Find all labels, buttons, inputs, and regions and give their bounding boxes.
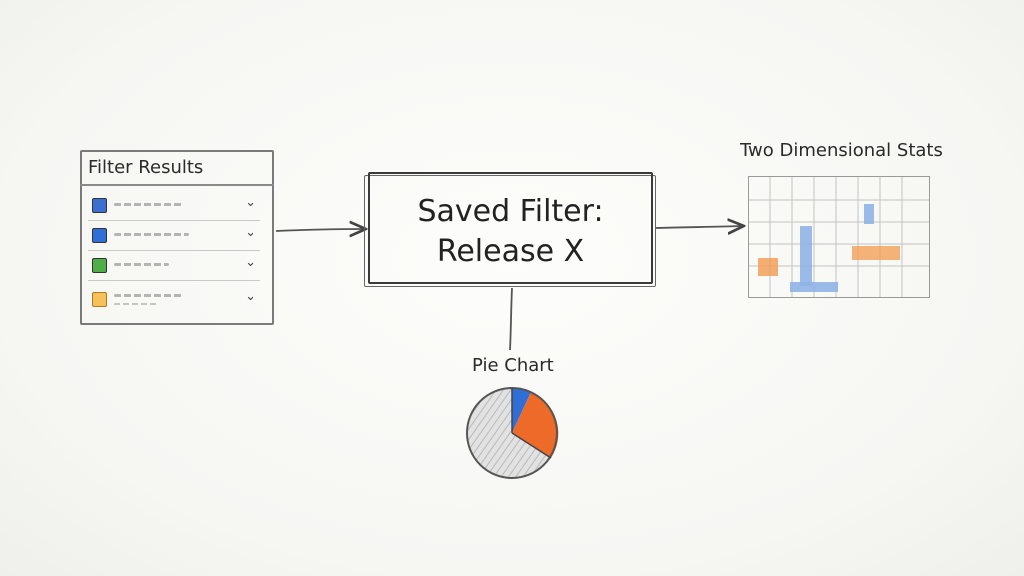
chevron-down-icon[interactable]: ⌄ (245, 255, 256, 270)
two-dimensional-stats-grid (748, 176, 930, 298)
pie-slice-blue (512, 387, 531, 433)
stats-bar-blue-horizontal (790, 282, 838, 292)
pie-chart-graphic (466, 387, 559, 479)
filter-result-row[interactable]: ⌄ (88, 286, 260, 314)
saved-filter-label: Saved Filter: Release X (368, 192, 653, 272)
saved-filter-box: Saved Filter: Release X (364, 172, 656, 287)
stats-grid-graphic (748, 176, 930, 298)
arrow-saved-to-stats (654, 226, 742, 228)
green-square-icon (92, 258, 107, 273)
filter-result-row[interactable]: ⌄ (88, 252, 260, 281)
two-dimensional-stats-title: Two Dimensional Stats (740, 140, 943, 161)
stats-cell-orange-left (758, 258, 778, 276)
chevron-down-icon[interactable]: ⌄ (245, 289, 256, 304)
arrow-filter-to-saved (275, 229, 364, 231)
pie-chart-title: Pie Chart (472, 355, 554, 376)
line-saved-to-pie (509, 287, 513, 351)
orange-folder-icon (92, 292, 107, 307)
stats-bar-orange-right (852, 246, 900, 260)
pie-chart (463, 384, 561, 482)
pie-slice-orange (512, 392, 559, 458)
filter-results-panel: Filter Results ⌄ ⌄ ⌄ ⌄ (80, 150, 274, 325)
blue-square-icon (92, 198, 107, 213)
filter-result-row[interactable]: ⌄ (88, 192, 260, 221)
filter-result-row[interactable]: ⌄ (88, 222, 260, 251)
chevron-down-icon[interactable]: ⌄ (245, 195, 256, 210)
stats-cell-blue-top (864, 204, 874, 224)
chevron-down-icon[interactable]: ⌄ (245, 225, 256, 240)
stats-bar-blue-vertical (800, 226, 812, 286)
saved-filter-line2: Release X (436, 234, 585, 269)
blue-info-icon (92, 228, 107, 243)
saved-filter-line1: Saved Filter: (417, 194, 604, 229)
filter-results-title: Filter Results (88, 157, 204, 178)
pie-slice-gray-fill (468, 388, 551, 478)
